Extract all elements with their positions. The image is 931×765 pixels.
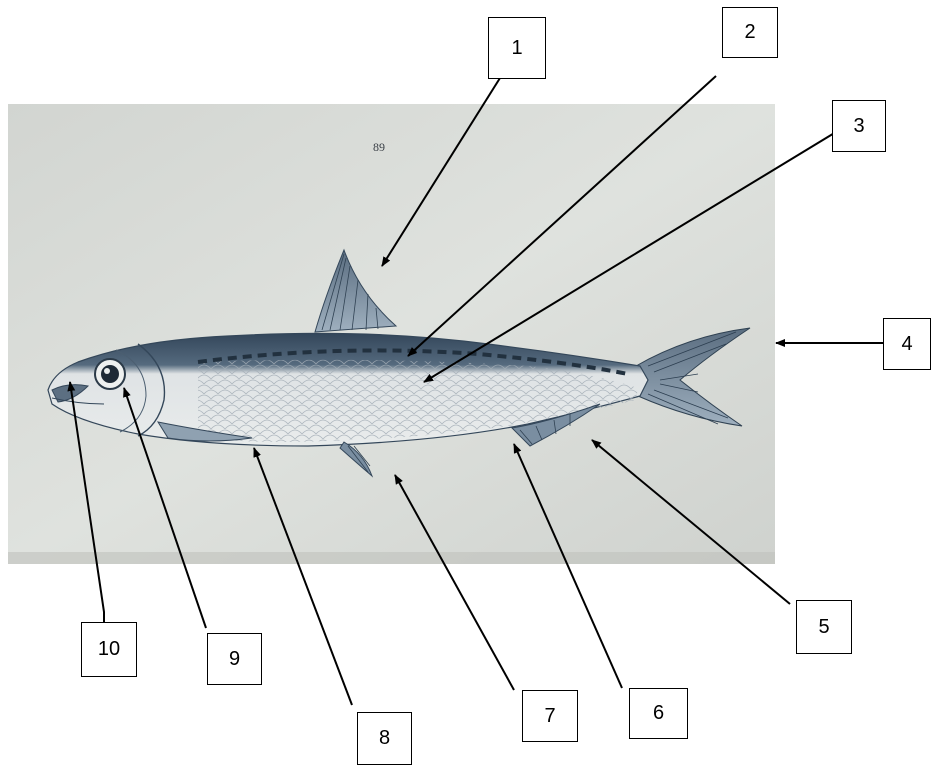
- arrow-9: [124, 388, 206, 628]
- arrow-2: [408, 76, 716, 356]
- label-box-7: 7: [522, 690, 578, 742]
- label-box-3: 3: [832, 100, 886, 152]
- label-box-6: 6: [629, 688, 688, 739]
- arrow-8: [254, 448, 352, 705]
- label-box-4: 4: [883, 318, 931, 370]
- arrow-7: [395, 475, 514, 690]
- label-box-8: 8: [357, 712, 412, 765]
- arrow-1: [382, 78, 500, 266]
- label-box-5: 5: [796, 600, 852, 654]
- label-box-2: 2: [722, 7, 778, 58]
- label-box-9: 9: [207, 633, 262, 685]
- label-box-10: 10: [81, 622, 137, 677]
- arrow-3: [424, 132, 836, 382]
- arrow-5: [592, 440, 790, 604]
- arrow-10: [70, 382, 104, 622]
- label-box-1: 1: [488, 17, 546, 79]
- arrow-6: [514, 444, 622, 688]
